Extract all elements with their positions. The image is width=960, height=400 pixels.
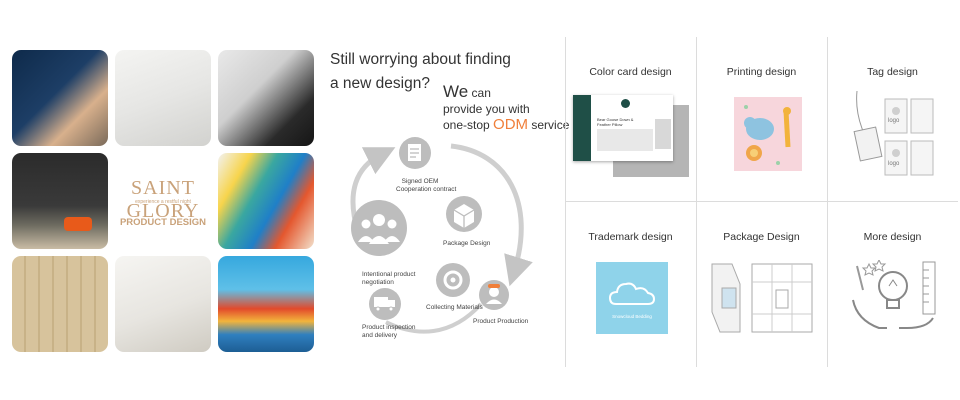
worker-icon: [479, 280, 509, 310]
odm-highlight: ODM: [493, 116, 529, 133]
service-text: We can provide you with one-stop ODM ser…: [443, 82, 570, 133]
more-design-art: [849, 258, 939, 336]
category-title: Printing design: [726, 66, 797, 78]
category-title: Trademark design: [588, 231, 673, 243]
cloud-icon: [608, 282, 656, 305]
category-more[interactable]: More design: [827, 202, 958, 367]
category-printing[interactable]: Printing design: [696, 37, 827, 202]
hands-icon: [852, 299, 934, 329]
tag-art: logo logo: [853, 90, 937, 179]
brand-logo: SAINT GLORY: [126, 177, 200, 222]
design-category-grid: Color card design Bear Goose Down & Feat…: [565, 37, 958, 367]
color-card-art: Bear Goose Down & Feather Pillow: [573, 95, 689, 177]
step-label-delivery: Product inspection and delivery: [362, 324, 416, 339]
team-negotiation-icon: [351, 200, 407, 256]
category-title: Color card design: [589, 66, 672, 78]
tag-logo-text: logo: [888, 161, 900, 167]
photo-container-ship: [218, 256, 314, 352]
category-tag[interactable]: Tag design logo logo: [827, 37, 958, 202]
photo-pillow-label: [115, 256, 211, 352]
grid-divider: [565, 201, 958, 202]
photo-sewing-navy-fabric: [12, 50, 108, 146]
category-trademark[interactable]: Trademark design Snowcloud Bedding: [565, 202, 696, 367]
step-label-materials: Collecting Materials: [426, 304, 483, 311]
brand-tagline: experience a restful night: [135, 199, 191, 205]
product-design-label: PRODUCT DESIGN: [119, 217, 207, 228]
printing-art: [734, 97, 802, 171]
photo-grid: SAINT GLORY experience a restful night P…: [12, 50, 315, 353]
category-color-card[interactable]: Color card design Bear Goose Down & Feat…: [565, 37, 696, 202]
photo-white-pillow: [115, 50, 211, 146]
heading-line-1: Still worrying about finding: [330, 51, 511, 68]
trademark-brand: Snowcloud Bedding: [612, 314, 652, 319]
photo-boxed-stacks: [12, 256, 108, 352]
step-label-production: Product Production: [473, 318, 529, 325]
category-title: Package Design: [723, 231, 800, 243]
photo-sewing-machine: [218, 50, 314, 146]
logo-tile: SAINT GLORY experience a restful night P…: [115, 153, 211, 249]
delivery-truck-icon: [369, 288, 401, 320]
main-heading: Still worrying about finding a new desig…: [330, 48, 511, 96]
lightbulb-icon: [878, 271, 908, 309]
category-package[interactable]: Package Design: [696, 202, 827, 367]
service-line-2: provide you with: [443, 102, 530, 116]
grid-divider: [565, 37, 566, 367]
odm-cycle-diagram: Signed OEM Cooperation contract Package …: [336, 132, 546, 347]
package-art: [710, 260, 816, 336]
package-icon: [446, 196, 482, 232]
tag-logo-text: logo: [888, 118, 900, 124]
cycle-arrows: [350, 137, 533, 334]
category-title: More design: [863, 231, 922, 243]
service-suffix: service: [528, 118, 570, 132]
materials-icon: [436, 263, 470, 297]
contract-icon: [399, 137, 431, 169]
grid-divider: [696, 37, 697, 367]
grid-divider: [827, 37, 828, 367]
can-word: can: [468, 86, 491, 100]
step-label-contract: Signed OEM Cooperation contract: [396, 178, 457, 193]
service-prefix: one-stop: [443, 118, 494, 132]
step-label-negotiation: Intentional product negotiation: [362, 271, 416, 286]
step-label-package: Package Design: [443, 240, 491, 247]
ruler-icon: [922, 261, 936, 315]
photo-color-swatches: [218, 153, 314, 249]
trademark-art: Snowcloud Bedding: [596, 262, 668, 334]
color-card-product-name: Bear Goose Down & Feather Pillow: [597, 117, 634, 127]
heading-line-2: a new design?: [330, 75, 430, 92]
category-title: Tag design: [867, 66, 918, 78]
we-word: We: [443, 82, 469, 101]
photo-measuring-tape: [12, 153, 108, 249]
